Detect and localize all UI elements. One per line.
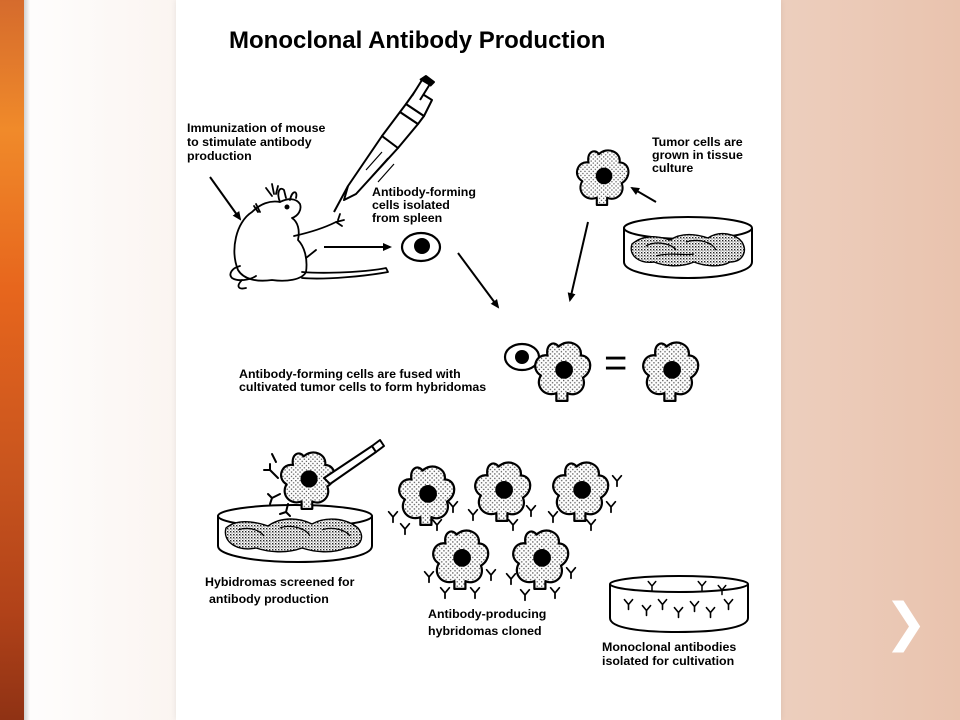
hybridoma-cell [642, 341, 700, 403]
svg-text:Antibody-forming cells are fus: Antibody-forming cells are fused with [239, 367, 461, 381]
fusion-tumor-cell [534, 341, 592, 403]
antibody-mark [467, 508, 479, 522]
antibody-mark [485, 568, 497, 582]
svg-text:Hybidromas screened for: Hybidromas screened for [205, 575, 355, 589]
svg-text:Tumor cells are: Tumor cells are [652, 135, 743, 149]
next-slide-chevron-icon[interactable]: ❯ [884, 593, 928, 653]
screened-cell-antibodies [263, 453, 291, 517]
arrow-cell-to-fusion [457, 252, 500, 309]
tumor-cell-top [575, 149, 630, 207]
antibody-mark [387, 510, 399, 524]
antibody-mark [399, 522, 411, 536]
svg-text:Antibody-forming: Antibody-forming [372, 185, 476, 199]
diagram-title: Monoclonal Antibody Production [229, 27, 605, 54]
antibody-mark [423, 570, 435, 584]
antibody-mark [469, 586, 481, 600]
antibody-mark [505, 572, 517, 586]
arrow-dish-to-tumor [630, 186, 657, 203]
antibody-mark [547, 510, 559, 524]
svg-text:cultivated tumor cells to form: cultivated tumor cells to form hybridoma… [239, 380, 486, 394]
antibody-mark [565, 566, 577, 580]
svg-text:Antibody-producing: Antibody-producing [428, 607, 546, 621]
antibody-mark [447, 500, 459, 514]
svg-text:grown in tissue: grown in tissue [652, 148, 743, 162]
svg-text:from spleen: from spleen [372, 211, 442, 225]
svg-text:Immunization of mouse: Immunization of mouse [187, 121, 325, 135]
accent-side-bar-shadow [24, 0, 30, 720]
arrow-to-mouse [209, 176, 242, 221]
spleen-cell [400, 231, 442, 263]
slide-canvas: Monoclonal Antibody Production Immunizat… [176, 0, 781, 720]
svg-text:culture: culture [652, 161, 693, 175]
antibody-mark [507, 518, 519, 532]
cloned-cell-2 [474, 461, 532, 523]
svg-text:cells isolated: cells isolated [372, 198, 450, 212]
antibody-mark [431, 518, 443, 532]
pipette-illustration [323, 439, 385, 485]
syringe-illustration [333, 75, 435, 213]
mouse-illustration [229, 183, 389, 290]
arrow-tumor-to-fusion [567, 221, 589, 302]
monoclonal-label: Monoclonal antibodies isolated for culti… [602, 640, 736, 668]
monoclonal-dish [609, 575, 749, 634]
antibody-mark [611, 474, 623, 488]
tumor-cells-label: Tumor cells are grown in tissue culture [652, 135, 743, 175]
screening-dish [217, 504, 373, 564]
antibody-mark [605, 500, 617, 514]
monoclonal-diagram: Monoclonal Antibody Production Immunizat… [187, 27, 753, 668]
tumor-culture-dish [623, 216, 753, 280]
antibody-mark [549, 586, 561, 600]
screened-label: Hybidromas screened for antibody product… [205, 575, 355, 606]
svg-text:antibody production: antibody production [209, 592, 329, 606]
svg-text:Monoclonal antibodies: Monoclonal antibodies [602, 640, 736, 654]
antibody-mark [439, 586, 451, 600]
svg-text:production: production [187, 149, 252, 163]
equals-sign: = [604, 341, 627, 385]
svg-text:to stimulate antibody: to stimulate antibody [187, 135, 312, 149]
cloned-hybridomas [398, 461, 610, 591]
svg-text:hybridomas cloned: hybridomas cloned [428, 624, 542, 638]
antibody-mark [519, 588, 531, 602]
fusion-label: Antibody-forming cells are fused with cu… [239, 367, 486, 394]
cloned-cell-3 [552, 461, 610, 523]
svg-text:isolated for cultivation: isolated for cultivation [602, 654, 734, 668]
cloned-cell-4 [432, 529, 490, 591]
cloned-cell-1 [398, 465, 456, 527]
fusion-spleen-cell [503, 342, 541, 372]
antibody-mark [525, 504, 537, 518]
accent-side-bar [0, 0, 24, 720]
isolated-cells-label: Antibody-forming cells isolated from spl… [372, 185, 476, 225]
cloned-cell-5 [512, 529, 570, 591]
immunization-label: Immunization of mouse to stimulate antib… [187, 121, 325, 163]
antibody-mark [585, 518, 597, 532]
cloned-label: Antibody-producing hybridomas cloned [428, 607, 546, 638]
